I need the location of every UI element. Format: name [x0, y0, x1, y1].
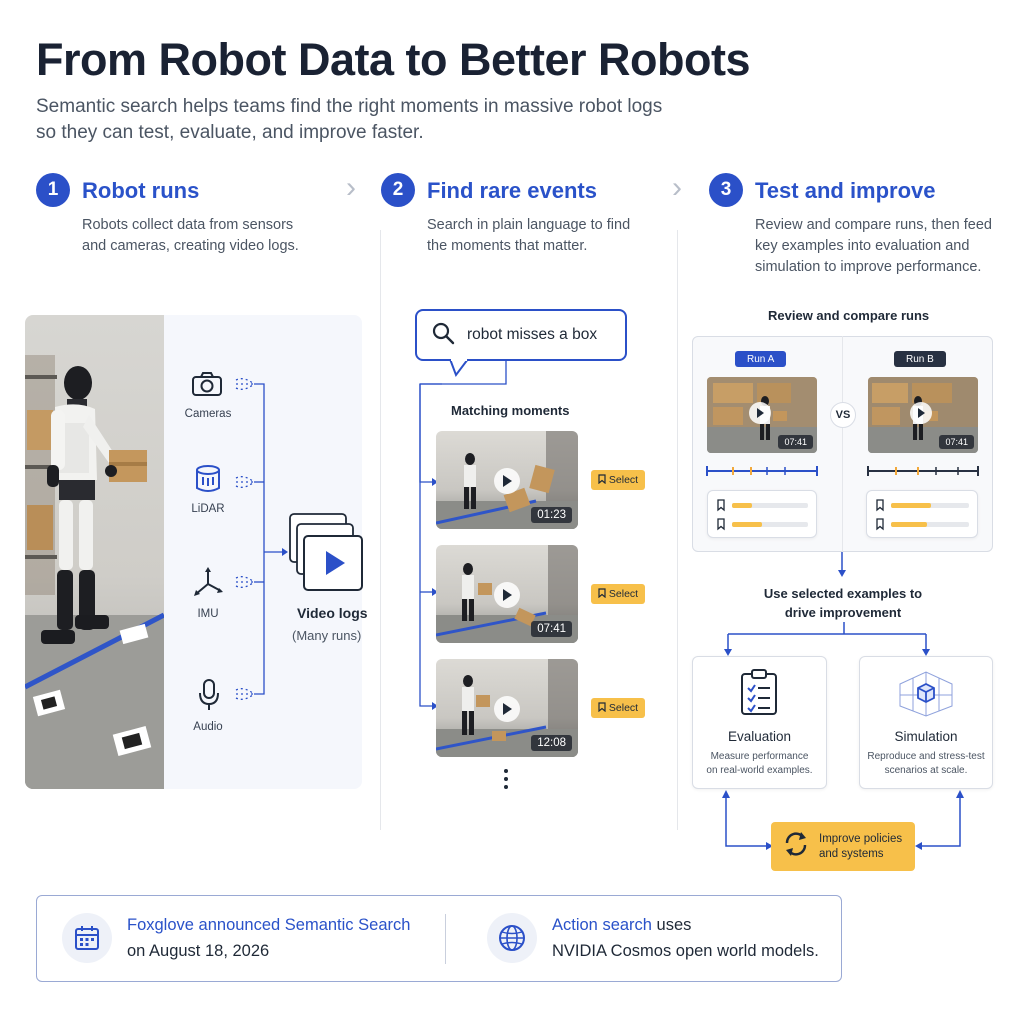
action-search-text: Action search uses [552, 916, 692, 934]
run-b-timeline[interactable] [866, 463, 980, 479]
matching-moments-label: Matching moments [451, 403, 570, 418]
run-b-thumbnail[interactable]: 07:41 [868, 377, 978, 453]
humanoid-robot-illustration [25, 355, 164, 789]
step-2-title: Find rare events [427, 178, 597, 203]
refresh-cycle-icon [783, 831, 809, 862]
play-icon[interactable] [910, 402, 932, 424]
more-results-icon[interactable] [502, 768, 510, 795]
bookmark-list-bars [876, 499, 969, 531]
result-timestamp: 12:08 [531, 735, 572, 751]
imu-axes-icon [192, 566, 224, 603]
page-title: From Robot Data to Better Robots [36, 34, 750, 85]
bookmark-list-bars [717, 499, 808, 531]
globe-icon [487, 913, 537, 963]
search-bubble-tail [449, 359, 469, 378]
vs-badge: VS [830, 402, 856, 428]
result-thumbnail-1[interactable]: 01:23 [436, 431, 578, 529]
run-a-timestamp: 07:41 [778, 435, 813, 449]
sensor-connector-lines [235, 378, 288, 700]
result-thumbnail-3[interactable]: 12:08 [436, 659, 578, 757]
lidar-icon [194, 463, 222, 500]
step-1-description: Robots collect data from sensors and cam… [82, 217, 299, 254]
step-number: 3 [709, 173, 743, 207]
down-arrow [838, 552, 846, 577]
run-b-tag: Run B [894, 351, 946, 367]
video-logs-subtitle: (Many runs) [292, 628, 362, 643]
run-a-timeline[interactable] [705, 463, 819, 479]
step-2-description: Search in plain language to find the mom… [427, 217, 631, 254]
step-number: 2 [381, 173, 415, 207]
search-query-text: robot misses a box [467, 326, 598, 343]
announcement-text: Foxglove announced Semantic Search [127, 916, 411, 934]
sensor-label-audio: Audio [193, 721, 223, 733]
step-3-description: Review and compare runs, then feed key e… [755, 217, 992, 275]
improve-policies-text: Improve policies and systems [819, 832, 903, 860]
video-logs-icon [288, 512, 366, 599]
camera-icon [191, 371, 223, 402]
chevron-right-icon: › [346, 171, 356, 204]
robot-photo [25, 315, 164, 789]
search-stem-line [420, 360, 507, 385]
step-1-title: Robot runs [82, 178, 200, 203]
simulation-title: Simulation [894, 729, 958, 744]
bookmark-icon [598, 587, 606, 601]
play-icon[interactable] [749, 402, 771, 424]
step-number: 1 [36, 173, 70, 207]
split-arrows [724, 622, 930, 656]
calendar-icon [62, 913, 112, 963]
step-3-title: Test and improve [755, 178, 936, 203]
evaluation-title: Evaluation [727, 729, 792, 744]
evaluation-description: Measure performance on real-world exampl… [706, 751, 813, 776]
select-button-1[interactable]: Select [591, 470, 645, 490]
play-icon[interactable] [494, 468, 520, 494]
bookmark-icon [598, 473, 606, 487]
sensor-label-lidar: LiDAR [191, 503, 225, 515]
cosmos-text: NVIDIA Cosmos open world models. [552, 942, 819, 960]
bookmark-icon [598, 701, 606, 715]
run-b-bookmarks [866, 490, 978, 538]
footer-divider [445, 914, 446, 964]
play-icon[interactable] [494, 582, 520, 608]
footer-info-box [36, 895, 842, 982]
page-subtitle: Semantic search helps teams find the rig… [36, 96, 663, 143]
select-button-3[interactable]: Select [591, 698, 645, 718]
simulation-cube-icon [898, 668, 954, 723]
result-timestamp: 07:41 [531, 621, 572, 637]
run-a-tag: Run A [735, 351, 787, 367]
step-3-header: 3 [709, 173, 743, 207]
run-a-bookmarks [707, 490, 817, 538]
improve-policies-box: Improve policies and systems [771, 822, 915, 871]
drive-improvement-label: Use selected examples to drive improveme… [763, 586, 923, 620]
sensor-label-cameras: Cameras [184, 408, 232, 420]
column-divider [677, 230, 678, 830]
step-1-header: 1 [36, 173, 70, 207]
run-a-thumbnail[interactable]: 07:41 [707, 377, 817, 453]
feedback-loop-arrows [722, 790, 964, 850]
compare-divider [842, 336, 843, 552]
microphone-icon [198, 678, 220, 717]
search-box[interactable]: robot misses a box [415, 309, 627, 361]
run-b-timestamp: 07:41 [939, 435, 974, 449]
step-2-header: 2 [381, 173, 415, 207]
select-button-2[interactable]: Select [591, 584, 645, 604]
video-logs-title: Video logs [297, 605, 368, 621]
compare-runs-label: Review and compare runs [768, 308, 930, 323]
column-divider [380, 230, 381, 830]
result-thumbnail-2[interactable]: 07:41 [436, 545, 578, 643]
simulation-description: Reproduce and stress-test scenarios at s… [867, 751, 985, 776]
search-icon [431, 321, 455, 350]
chevron-right-icon: › [672, 171, 682, 204]
clipboard-checklist-icon [740, 668, 778, 721]
sensor-label-imu: IMU [197, 608, 219, 620]
result-timestamp: 01:23 [531, 507, 572, 523]
announcement-date: on August 18, 2026 [127, 942, 270, 960]
play-icon[interactable] [494, 696, 520, 722]
